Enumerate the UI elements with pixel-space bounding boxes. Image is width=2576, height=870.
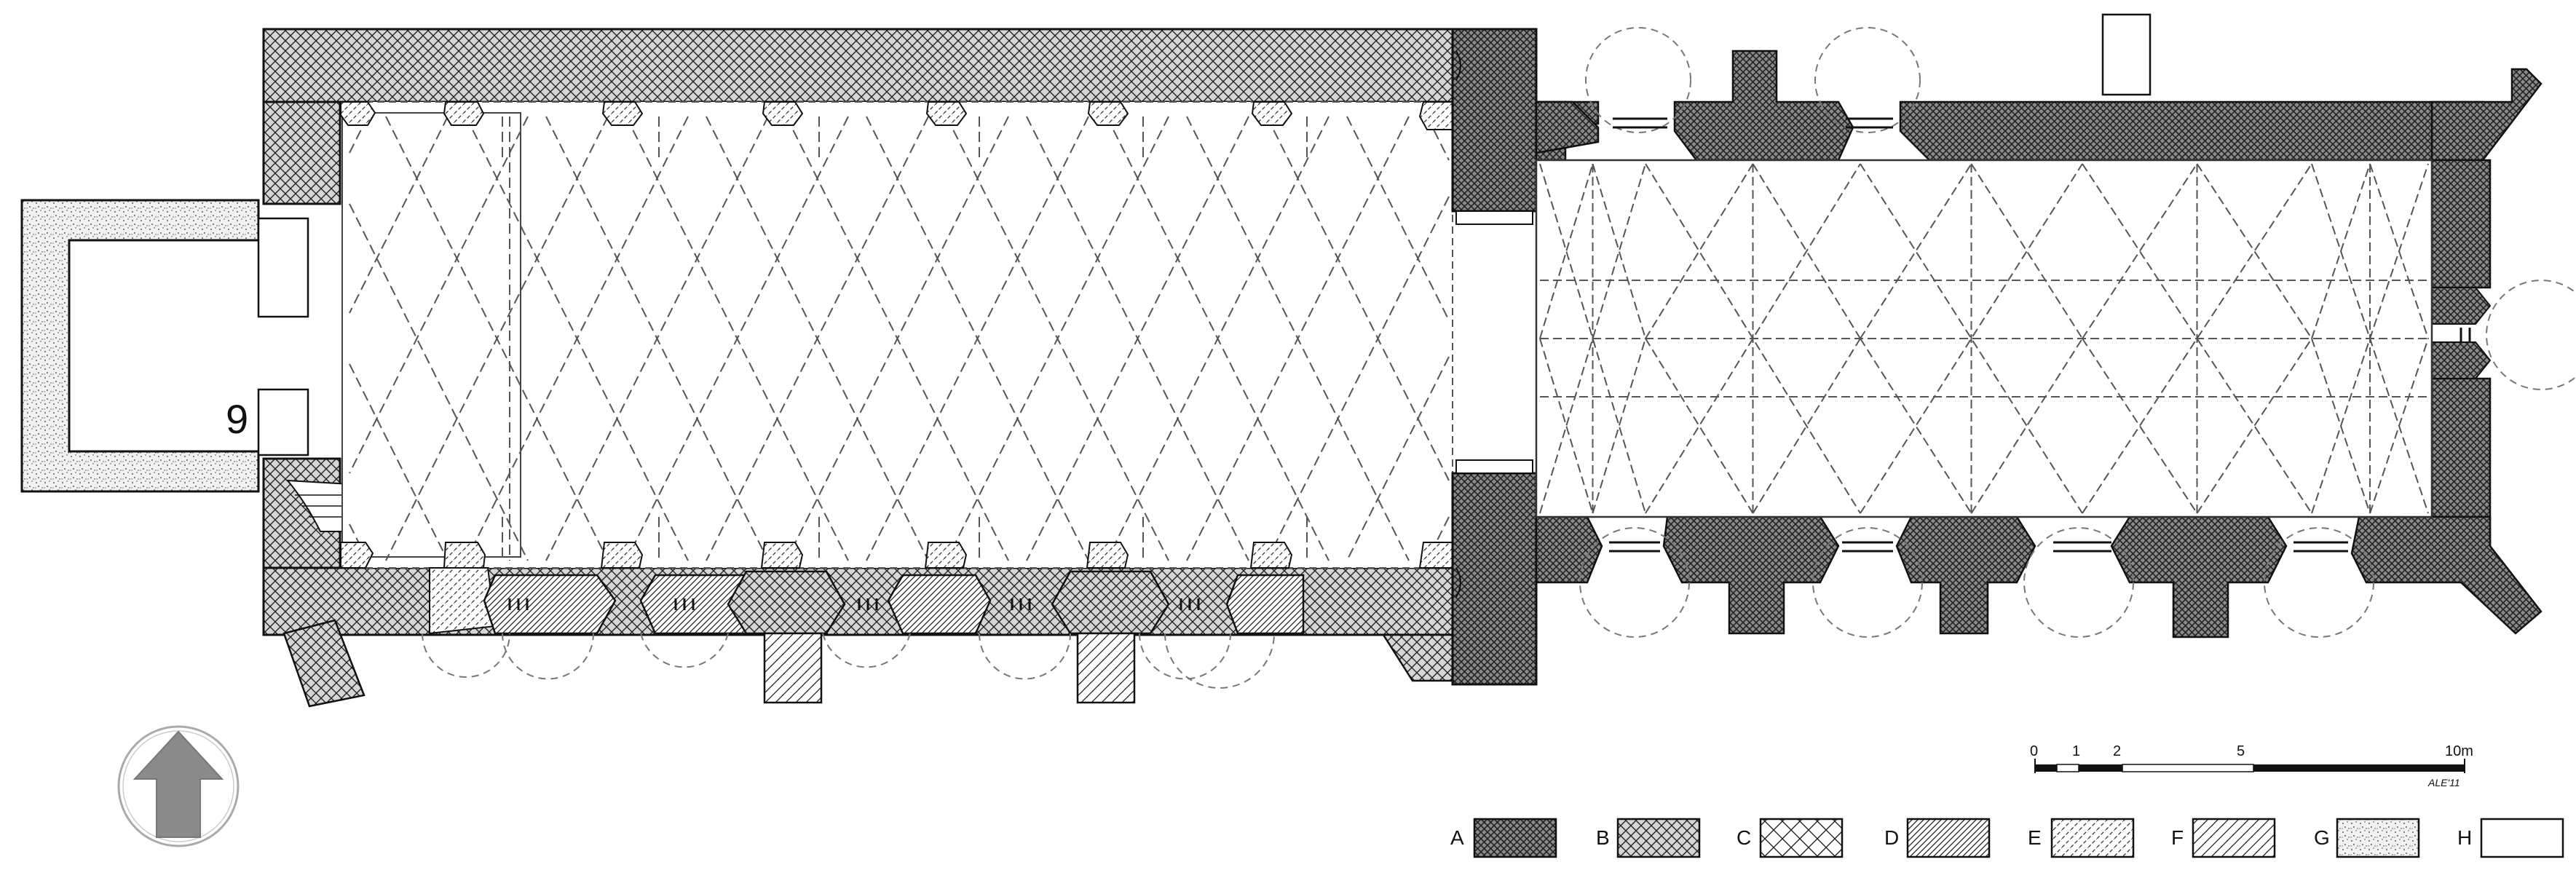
vault-rib [866, 116, 1089, 561]
nave-interior [341, 101, 1453, 569]
vault-rib [1970, 338, 2083, 514]
legend-swatch-c [1759, 818, 1844, 858]
legend: A B C D E F G H [1450, 818, 2564, 858]
scale-tick-2: 2 [2113, 743, 2121, 759]
vault-rib [349, 116, 449, 314]
legend-swatch-g [2336, 818, 2420, 858]
vault-rib [1266, 116, 1450, 481]
legend-key-e: E [2028, 826, 2042, 849]
vault-rib [2369, 163, 2429, 339]
vault-rib [1539, 338, 1594, 514]
vault-rib [2082, 163, 2198, 339]
nave-north-piers [340, 101, 1453, 130]
vault-rib [1860, 338, 1972, 514]
vault-rib [625, 116, 849, 561]
vault-rib [946, 116, 1169, 561]
vault-rib [349, 116, 529, 474]
vault-rib [1645, 163, 1754, 339]
vault-rib [1346, 116, 1450, 321]
vault-rib [1752, 338, 1861, 514]
vault-rib [706, 116, 929, 561]
vault-rib [1860, 163, 1972, 339]
vault-rib [1266, 196, 1450, 561]
vault-rib [1539, 163, 1646, 514]
legend-swatch-b [1616, 818, 1701, 858]
vault-rib [1752, 163, 1861, 339]
west-gallery [341, 112, 521, 558]
scale-bar: 0 1 2 5 10m ALE'11 [2030, 743, 2473, 788]
legend-swatch-a [1473, 818, 1557, 858]
vault-rib [1539, 163, 1646, 514]
legend-key-f: F [2171, 826, 2184, 849]
vault-rib [1592, 163, 1646, 339]
crossing-walls [1451, 28, 1538, 686]
legend-key-a: A [1450, 826, 1464, 849]
vault-rib [2196, 338, 2312, 514]
vault-rib [349, 363, 449, 561]
nave-south-buttresses [340, 542, 1453, 704]
vault-rib [1592, 338, 1646, 514]
vault-rib [1860, 163, 2083, 514]
vault-rib [2196, 163, 2312, 339]
vault-rib [545, 116, 769, 561]
vault-rib [2369, 338, 2429, 514]
legend-key-g: G [2314, 826, 2330, 849]
legend-key-h: H [2457, 826, 2472, 849]
vault-rib [1186, 116, 1410, 561]
nave-window-arcs [422, 633, 1275, 689]
south-window-mullions [508, 598, 1200, 610]
legend-swatch-h [2480, 818, 2564, 858]
vault-rib [385, 116, 609, 561]
choir-window-arcs [1579, 27, 2576, 638]
vault-rib [1645, 338, 1754, 514]
vault-rib [2082, 338, 2198, 514]
choir-window-mullions [1609, 117, 2471, 553]
scale-signature: ALE'11 [2427, 777, 2460, 788]
vault-rib [1970, 163, 2083, 339]
nave-vault-ribs [349, 116, 1450, 561]
legend-key-b: B [1596, 826, 1610, 849]
legend-swatch-f [2192, 818, 2276, 858]
vault-rib [2311, 163, 2371, 339]
plan-label-number: 9 [226, 396, 248, 442]
vault-rib [1860, 163, 2083, 514]
vault-rib [1346, 356, 1450, 561]
vault-rib [349, 203, 529, 561]
vault-rib [1539, 163, 1594, 339]
vault-rib [2082, 163, 2312, 514]
scale-tick-0: 0 [2030, 743, 2038, 759]
choir-vault-ribs [1539, 163, 2429, 514]
north-arrow-icon [117, 725, 240, 847]
choir-interior [1535, 159, 2433, 518]
scale-tick-5: 5 [2237, 743, 2245, 759]
west-annex [20, 199, 309, 493]
vault-rib [786, 116, 1009, 561]
vault-rib [465, 116, 689, 561]
legend-swatch-e [2050, 818, 2135, 858]
scale-tick-10m: 10m [2445, 743, 2473, 759]
vault-rib [2311, 338, 2371, 514]
vault-rib [1026, 116, 1249, 561]
legend-key-c: C [1737, 826, 1751, 849]
vault-rib [1106, 116, 1330, 561]
legend-key-d: D [1884, 826, 1899, 849]
legend-swatch-d [1906, 818, 1991, 858]
scale-tick-1: 1 [2072, 743, 2080, 759]
vault-rib [2082, 163, 2312, 514]
